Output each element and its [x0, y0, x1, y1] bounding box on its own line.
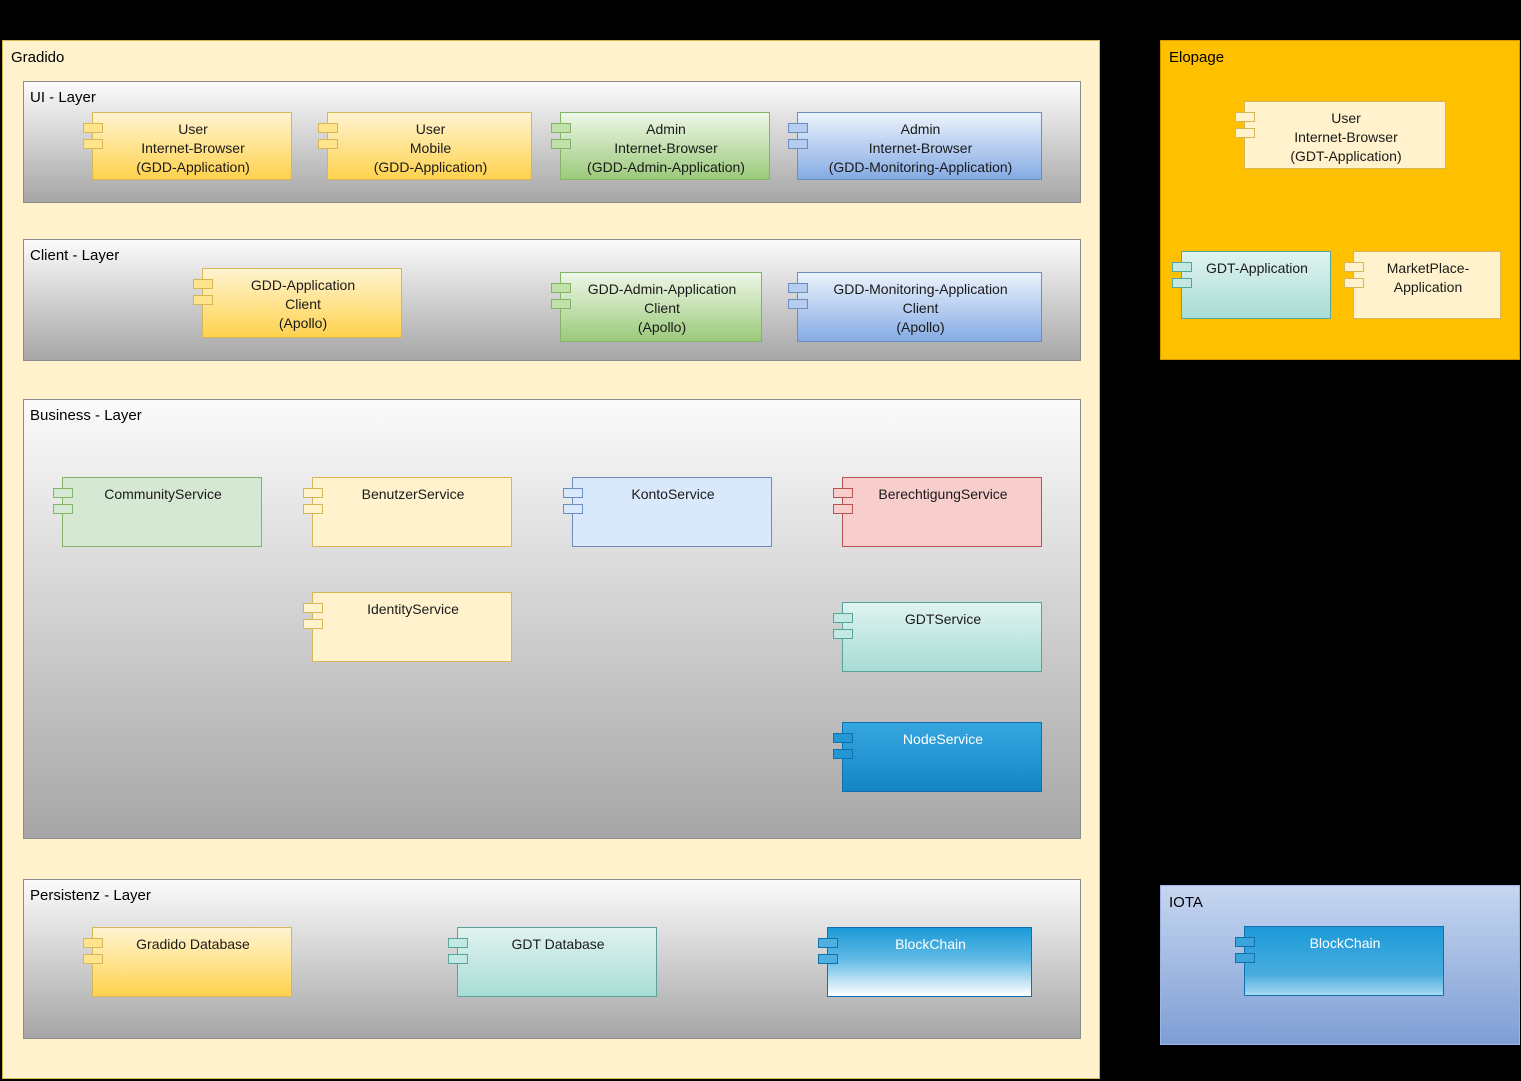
component-label: BlockChain [895, 936, 966, 952]
component-user-mobile-gdd: User Mobile (GDD-Application) [318, 112, 532, 180]
component-benutzer-service: BenutzerService [303, 477, 512, 547]
elopage-title: Elopage [1169, 49, 1225, 66]
component-tab-icon [448, 938, 468, 948]
component-tab-icon [83, 954, 103, 964]
component-tab-icon [551, 123, 571, 133]
component-tab-icon [788, 283, 808, 293]
component-tab-icon [303, 504, 323, 514]
component-tab-icon [1235, 953, 1255, 963]
component-label: GDTService [904, 611, 982, 627]
component-label: GDD-Admin-Application Client (Apollo) [587, 281, 737, 335]
component-konto-service: KontoService [563, 477, 772, 547]
persistenz-layer: Persistenz - Layer Gradido Database GDT … [23, 879, 1081, 1039]
component-label: GDD-Application Client (Apollo) [250, 277, 356, 331]
client-layer: Client - Layer GDD-Application Client (A… [23, 239, 1081, 361]
component-label: Admin Internet-Browser (GDD-Monitoring-A… [828, 121, 1013, 175]
component-tab-icon [1344, 262, 1364, 272]
component-tab-icon [1235, 128, 1255, 138]
component-identity-service: IdentityService [303, 592, 512, 662]
component-tab-icon [833, 629, 853, 639]
component-tab-icon [788, 299, 808, 309]
component-tab-icon [303, 619, 323, 629]
component-tab-icon [1172, 262, 1192, 272]
component-gdd-application-client: GDD-Application Client (Apollo) [193, 268, 402, 338]
component-label: KontoService [631, 486, 715, 502]
component-admin-internet-browser-gdd-monitoring: Admin Internet-Browser (GDD-Monitoring-A… [788, 112, 1042, 180]
elopage-container: Elopage User Internet-Browser (GDT-Appli… [1160, 40, 1520, 360]
component-tab-icon [833, 488, 853, 498]
component-label: GDT Database [511, 936, 605, 952]
iota-container: IOTA BlockChain [1160, 885, 1520, 1045]
component-label: GDD-Monitoring-Application Client (Apoll… [833, 281, 1008, 335]
component-tab-icon [818, 938, 838, 948]
gradido-container: Gradido UI - Layer User Internet-Browser… [2, 40, 1100, 1079]
component-tab-icon [788, 123, 808, 133]
component-tab-icon [53, 488, 73, 498]
component-label: BlockChain [1309, 935, 1381, 951]
component-blockchain-gdd: BlockChain [818, 927, 1032, 997]
component-community-service: CommunityService [53, 477, 262, 547]
component-label: Gradido Database [136, 936, 250, 952]
component-tab-icon [318, 139, 338, 149]
component-node-service: NodeService [833, 722, 1042, 792]
persistenz-layer-title: Persistenz - Layer [30, 887, 151, 904]
component-tab-icon [833, 749, 853, 759]
component-tab-icon [833, 733, 853, 743]
component-gdd-admin-application-client: GDD-Admin-Application Client (Apollo) [551, 272, 762, 342]
component-tab-icon [818, 954, 838, 964]
component-label: User Internet-Browser (GDT-Application) [1290, 110, 1402, 164]
component-tab-icon [193, 279, 213, 289]
component-tab-icon [83, 139, 103, 149]
business-layer: Business - Layer CommunityService Benutz… [23, 399, 1081, 839]
component-tab-icon [83, 123, 103, 133]
component-tab-icon [833, 613, 853, 623]
component-admin-internet-browser-gdd-admin: Admin Internet-Browser (GDD-Admin-Applic… [551, 112, 770, 180]
component-gdt-service: GDTService [833, 602, 1042, 672]
component-label: CommunityService [104, 486, 222, 502]
component-tab-icon [551, 299, 571, 309]
component-label: BenutzerService [361, 486, 465, 502]
component-label: NodeService [902, 731, 984, 747]
component-tab-icon [1172, 278, 1192, 288]
client-layer-title: Client - Layer [30, 247, 120, 264]
component-tab-icon [788, 139, 808, 149]
component-label: User Mobile (GDD-Application) [373, 121, 488, 175]
component-tab-icon [318, 123, 338, 133]
component-tab-icon [303, 603, 323, 613]
component-marketplace-application: MarketPlace- Application [1344, 251, 1501, 319]
component-tab-icon [83, 938, 103, 948]
component-gradido-database: Gradido Database [83, 927, 292, 997]
component-label: IdentityService [367, 601, 459, 617]
component-tab-icon [563, 488, 583, 498]
component-tab-icon [563, 504, 583, 514]
component-gdt-application: GDT-Application [1172, 251, 1331, 319]
component-tab-icon [551, 139, 571, 149]
component-tab-icon [833, 504, 853, 514]
component-gdt-database: GDT Database [448, 927, 657, 997]
ui-layer: UI - Layer User Internet-Browser (GDD-Ap… [23, 81, 1081, 203]
component-user-internet-browser-gdt: User Internet-Browser (GDT-Application) [1235, 101, 1446, 169]
component-tab-icon [1344, 278, 1364, 288]
component-tab-icon [448, 954, 468, 964]
component-label: GDT-Application [1206, 260, 1308, 276]
component-label: BerechtigungService [878, 486, 1008, 502]
component-user-internet-browser-gdd: User Internet-Browser (GDD-Application) [83, 112, 292, 180]
component-label: User Internet-Browser (GDD-Application) [136, 121, 250, 175]
component-berechtigung-service: BerechtigungService [833, 477, 1042, 547]
component-tab-icon [1235, 112, 1255, 122]
component-tab-icon [303, 488, 323, 498]
ui-layer-title: UI - Layer [30, 89, 96, 106]
component-tab-icon [1235, 937, 1255, 947]
component-tab-icon [53, 504, 73, 514]
component-label: Admin Internet-Browser (GDD-Admin-Applic… [587, 121, 745, 175]
component-tab-icon [193, 295, 213, 305]
gradido-title: Gradido [11, 49, 65, 66]
business-layer-title: Business - Layer [30, 407, 142, 424]
component-gdd-monitoring-application-client: GDD-Monitoring-Application Client (Apoll… [788, 272, 1042, 342]
component-blockchain-iota: BlockChain [1235, 926, 1444, 996]
iota-title: IOTA [1169, 894, 1203, 911]
component-tab-icon [551, 283, 571, 293]
component-label: MarketPlace- Application [1386, 260, 1470, 295]
